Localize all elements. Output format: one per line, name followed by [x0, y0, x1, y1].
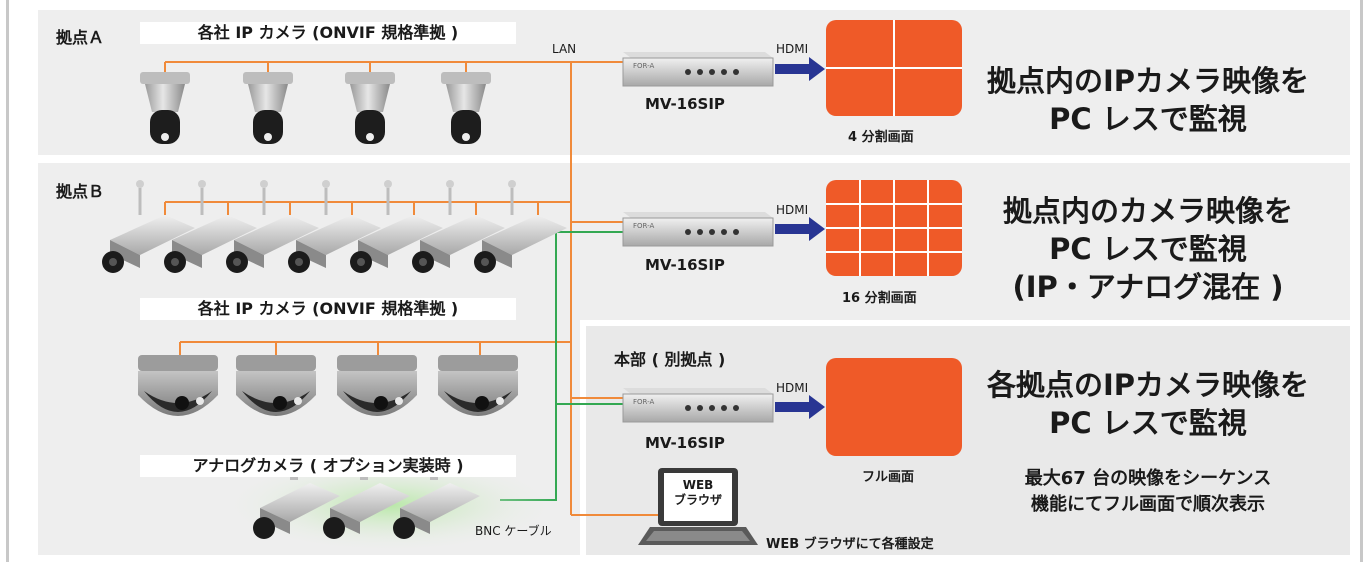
browser-caption: WEB ブラウザにて各種設定: [766, 537, 934, 552]
site-b-cameras-title: 各社 IP カメラ (ONVIF 規格準拠 ): [140, 298, 516, 320]
hq-headline-line2: PC レスで監視: [1049, 406, 1247, 440]
hq-panel: [580, 320, 1350, 555]
bnc-label: BNC ケーブル: [475, 524, 552, 538]
analog-cameras: [253, 466, 480, 539]
site-a-ip-cameras: [140, 72, 491, 144]
site-b-label: 拠点Ｂ: [56, 182, 105, 201]
site-b-headline-line3: (IP・アナログ混在 ): [1012, 270, 1284, 304]
hdmi-arrows: [775, 57, 825, 419]
site-b-box-cameras: [102, 180, 567, 273]
site-a-cameras-title: 各社 IP カメラ (ONVIF 規格準拠 ): [140, 22, 516, 44]
site-b-headline: 拠点内のカメラ映像を PC レスで監視 (IP・アナログ混在 ): [968, 192, 1328, 306]
site-b-hdmi-label: HDMI: [776, 203, 809, 217]
site-a-lan-lines: [164, 61, 660, 516]
hq-headline: 各拠点のIPカメラ映像を PC レスで監視: [968, 366, 1328, 442]
site-a-screen-4-split: [826, 20, 962, 116]
site-b-screen-16-split: [826, 180, 962, 276]
hq-headline-line1: 各拠点のIPカメラ映像を: [986, 368, 1310, 402]
hq-screen-caption: フル画面: [862, 470, 915, 485]
site-a-device: [622, 52, 774, 87]
hq-subtext-line2: 機能にてフル画面で順次表示: [1031, 494, 1265, 515]
right-frame-line: [1360, 0, 1363, 562]
device-brand-b: FOR-A: [633, 222, 654, 230]
site-a-hdmi-label: HDMI: [776, 42, 809, 56]
left-frame-line: [6, 0, 9, 562]
site-a-headline-line2: PC レスで監視: [1049, 102, 1247, 136]
site-b-lan-lines: [164, 201, 571, 355]
bnc-lines: [500, 231, 623, 501]
hq-label: 本部 ( 別拠点 ): [614, 350, 726, 369]
site-b-device-label: MV-16SIP: [645, 256, 725, 274]
site-a-screen-caption: 4 分割画面: [848, 130, 914, 145]
site-b-headline-line2: PC レスで監視: [1049, 232, 1247, 266]
hq-device-label: MV-16SIP: [645, 434, 725, 452]
lan-label: LAN: [552, 42, 577, 56]
laptop-icon: [638, 468, 758, 545]
analog-cameras-title: アナログカメラ ( オプション実装時 ): [140, 455, 516, 477]
hq-subtext-line1: 最大67 台の映像をシーケンス: [1024, 468, 1272, 489]
site-a-headline-line1: 拠点内のIPカメラ映像を: [986, 64, 1310, 98]
site-b-headline-line1: 拠点内のカメラ映像を: [1002, 194, 1293, 228]
device-brand-a: FOR-A: [633, 62, 654, 70]
site-b-device: [622, 212, 774, 247]
site-a-device-label: MV-16SIP: [645, 95, 725, 113]
browser-screen-line2: ブラウザ: [673, 493, 722, 507]
device-brand-hq: FOR-A: [633, 398, 654, 406]
site-a-label: 拠点Ａ: [56, 28, 105, 47]
hq-subtext: 最大67 台の映像をシーケンス 機能にてフル画面で順次表示: [978, 466, 1318, 518]
browser-screen-text: WEB ブラウザ: [664, 478, 732, 508]
hq-hdmi-label: HDMI: [776, 381, 809, 395]
hq-screen-full: [826, 358, 962, 456]
site-b-dome-cameras: [138, 355, 518, 416]
site-a-headline: 拠点内のIPカメラ映像を PC レスで監視: [968, 62, 1328, 138]
browser-screen-line1: WEB: [682, 478, 714, 492]
hq-device: [622, 388, 774, 423]
site-b-screen-caption: 16 分割画面: [842, 291, 917, 306]
